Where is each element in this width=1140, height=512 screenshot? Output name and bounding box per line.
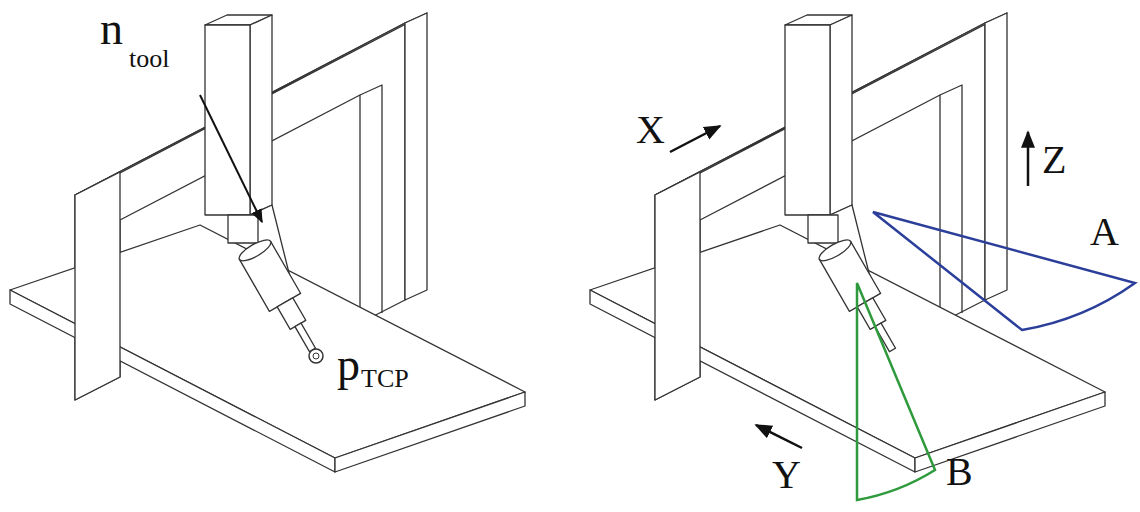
rotation-b-wedge: [857, 283, 935, 500]
subscript: tool: [129, 46, 169, 72]
rotation-a-wedge: [873, 212, 1135, 330]
axis-z-arrow: [1027, 132, 1030, 186]
machine-right: [590, 13, 1105, 472]
axis-label: B: [946, 452, 973, 492]
subscript: TCP: [361, 366, 409, 392]
axis-label: A: [1090, 212, 1119, 252]
axis-label: Z: [1042, 140, 1066, 180]
machine-left: [10, 13, 525, 472]
tcp-point: [313, 353, 319, 359]
axis-label: Y: [772, 455, 801, 495]
symbol-letter: n: [100, 6, 123, 52]
tool-normal-arrow: [200, 95, 262, 222]
tcp-ball: [309, 349, 323, 363]
axis-x-arrow: [670, 126, 720, 152]
axis-y-arrow: [756, 425, 802, 448]
symbol-letter: p: [337, 342, 360, 388]
axis-label: X: [636, 110, 665, 150]
